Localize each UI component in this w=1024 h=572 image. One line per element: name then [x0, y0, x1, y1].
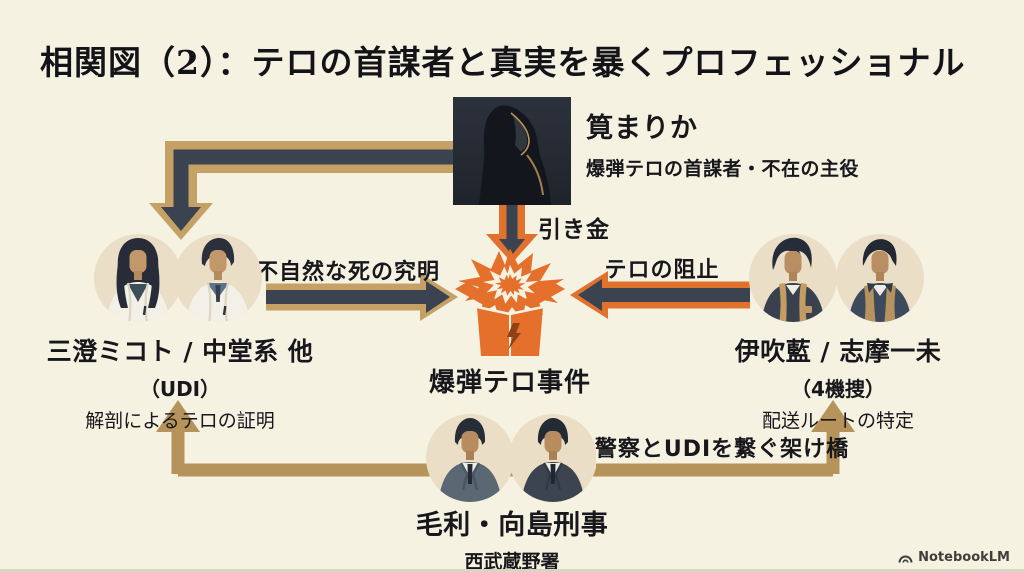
arrow-udi-to-incident	[266, 273, 458, 321]
udi-label-block: 三澄ミコト / 中堂系 他 （UDI） 解剖によるテロの証明	[20, 332, 340, 433]
mastermind-text: 筧まりか 爆弾テロの首謀者・不在の主役	[586, 106, 986, 181]
page-title: 相関図（2）：テロの首謀者と真実を暴くプロフェッショナル	[40, 43, 966, 82]
mouri-avatar	[438, 418, 502, 502]
female-doctor-avatar	[106, 238, 170, 322]
udi-org: （UDI）	[139, 377, 221, 401]
kidousou-avatars	[747, 231, 927, 329]
udi-role: 解剖によるテロの証明	[85, 410, 275, 432]
male-doctor-avatar	[186, 238, 250, 322]
kidousou-role: 配送ルートの特定	[761, 410, 914, 432]
detectives-names: 毛利・向島刑事	[415, 510, 609, 541]
edge-label-bridge: 警察とUDIを繋ぐ架け橋	[594, 437, 850, 462]
ibuki-avatar	[761, 237, 825, 322]
mukojima-avatar	[521, 418, 585, 502]
detectives-label-block: 毛利・向島刑事 西武蔵野署	[362, 503, 662, 572]
edge-label-trigger: 引き金	[538, 217, 610, 243]
woman-silhouette-icon	[453, 97, 571, 205]
kidousou-org: （4機捜）	[791, 377, 885, 401]
shima-avatar	[848, 239, 912, 322]
bomb-incident-icon	[443, 248, 577, 361]
udi-names: 三澄ミコト / 中堂系 他	[46, 337, 314, 366]
mastermind-portrait	[453, 97, 571, 205]
edge-label-terror-prevention: テロの阻止	[604, 258, 720, 283]
arrow-kidousou-to-incident	[570, 271, 750, 319]
lightning-icon	[507, 323, 521, 350]
notebooklm-logo-icon	[898, 555, 913, 563]
watermark-text: NotebookLM	[918, 550, 1010, 565]
box-left-flap	[455, 282, 495, 307]
arrow-mastermind-to-incident	[486, 204, 538, 263]
detectives-avatars	[424, 411, 597, 509]
udi-avatars	[92, 231, 264, 329]
mastermind-desc: 爆弾テロの首謀者・不在の主役	[586, 158, 860, 180]
arrow-mastermind-to-udi	[149, 141, 455, 240]
box-right-flap	[525, 282, 565, 307]
kidousou-names: 伊吹藍 / 志摩一未	[734, 337, 942, 366]
mastermind-name: 筧まりか	[586, 113, 698, 144]
kidousou-label-block: 伊吹藍 / 志摩一未 （4機捜） 配送ルートの特定	[678, 332, 998, 433]
incident-label: 爆弾テロ事件	[428, 368, 591, 398]
watermark: NotebookLM	[898, 550, 1010, 565]
detectives-org: 西武蔵野署	[464, 551, 560, 572]
edge-label-unnatural-death: 不自然な死の究明	[255, 260, 440, 285]
